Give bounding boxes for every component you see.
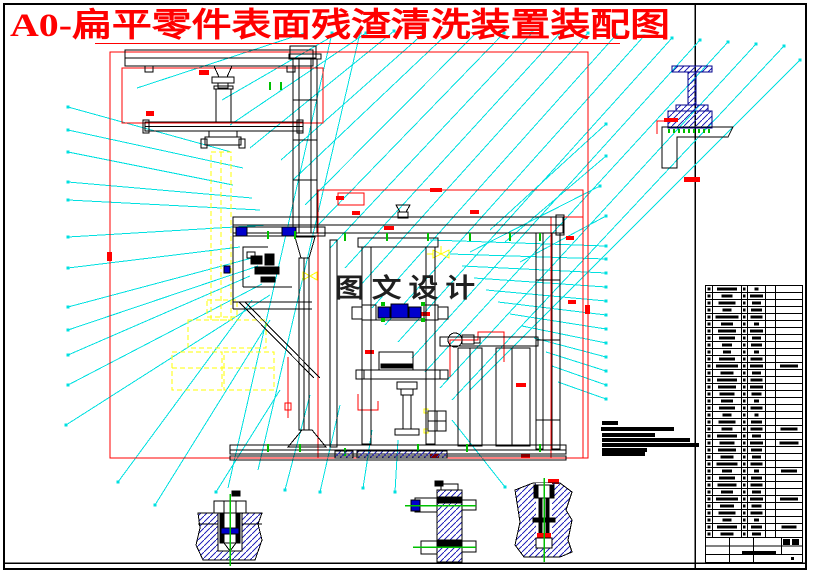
phantom-tanks-yellow (171, 151, 275, 391)
notes-block (601, 421, 699, 456)
watermark: 图 文 设 计 (335, 273, 475, 303)
floor-hatch-strips (334, 450, 448, 459)
detail-view-stud-middle (405, 483, 477, 563)
drawing-title: A0-扁平零件表面残渣清洗装置装配图 (10, 7, 670, 44)
assembly-main-view (124, 45, 567, 497)
detail-view-screw-right (514, 478, 573, 562)
parts-list-table (705, 285, 803, 563)
blue-parts (223, 226, 422, 319)
sheet-border (3, 3, 807, 570)
detail-view-bolt-left (195, 494, 263, 566)
detail-view-top-right (656, 65, 734, 182)
parts-list-titleblock (705, 537, 803, 563)
